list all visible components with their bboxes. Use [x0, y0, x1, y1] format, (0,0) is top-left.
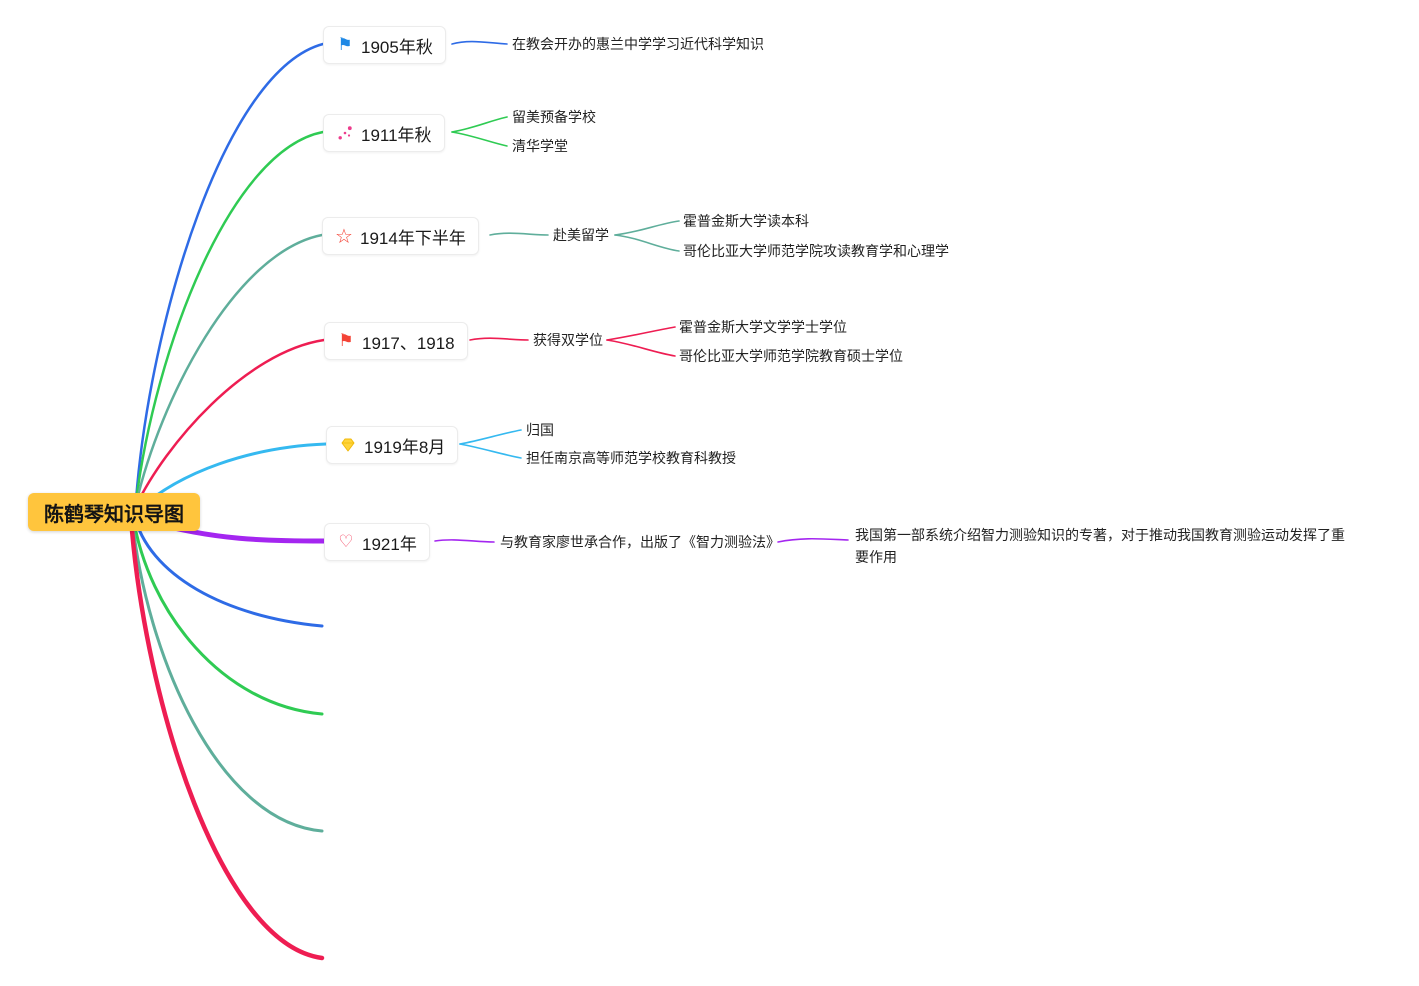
branch-line-1905	[134, 42, 325, 502]
leaf-liumei-prep[interactable]: 留美预备学校	[512, 107, 596, 127]
red-heart-icon: ♡	[338, 531, 354, 552]
sublink-1921-grandchild	[777, 537, 849, 543]
branch-line-1914	[134, 233, 324, 506]
branch-node-1917-1918[interactable]: ⚑ 1917、1918	[324, 322, 468, 360]
blue-flag-icon: ⚑	[337, 34, 353, 55]
branch-node-label: 1921年	[362, 534, 417, 554]
leaf-return-china[interactable]: 归国	[526, 420, 554, 440]
leaf-label: 霍普金斯大学读本科	[683, 213, 809, 229]
sublink-1919-leaf2	[459, 443, 522, 459]
leaf-double-degree[interactable]: 获得双学位	[533, 330, 603, 350]
branch-node-1919[interactable]: 1919年8月	[326, 426, 459, 464]
yellow-gem-icon	[339, 436, 357, 454]
sublink-1917-grandchild1	[606, 326, 676, 341]
leaf-label: 在教会开办的惠兰中学学习近代科学知识	[512, 36, 764, 52]
branch-line-1917	[134, 338, 326, 508]
leaf-nanjing-professor[interactable]: 担任南京高等师范学校教育科教授	[526, 448, 736, 468]
leaf-book-significance[interactable]: 我国第一部系统介绍智力测验知识的专著，对于推动我国教育测验运动发挥了重要作用	[855, 524, 1355, 569]
root-node[interactable]: 陈鹤琴知识导图	[28, 493, 200, 531]
branch-line-empty-red	[128, 515, 325, 961]
leaf-study-abroad[interactable]: 赴美留学	[553, 225, 609, 245]
sublink-1905-leaf	[451, 40, 508, 45]
leaf-label: 清华学堂	[512, 138, 568, 154]
sublink-1917-grandchild2	[606, 339, 676, 357]
leaf-hopkins-undergrad[interactable]: 霍普金斯大学读本科	[683, 211, 809, 231]
leaf-label: 我国第一部系统介绍智力测验知识的专著，对于推动我国教育测验运动发挥了重要作用	[855, 527, 1345, 566]
pink-confetti-icon	[336, 124, 354, 142]
branch-node-label: 1919年8月	[364, 437, 446, 457]
branch-node-1921[interactable]: ♡ 1921年	[324, 523, 430, 561]
sublink-1919-leaf1	[459, 429, 522, 445]
leaf-label: 赴美留学	[553, 227, 609, 243]
branch-node-label: 1914年下半年	[360, 228, 466, 248]
branch-line-empty-teal	[130, 515, 324, 833]
branch-node-1914[interactable]: ☆ 1914年下半年	[322, 217, 479, 255]
sublink-1914-grandchild1	[614, 220, 680, 236]
leaf-huilan-school[interactable]: 在教会开办的惠兰中学学习近代科学知识	[512, 34, 764, 54]
sublink-1921-child	[434, 539, 495, 543]
branch-node-1911[interactable]: 1911年秋	[323, 114, 445, 152]
branch-line-empty-green	[131, 514, 324, 716]
leaf-label: 哥伦比亚大学师范学院教育硕士学位	[679, 348, 903, 364]
leaf-label: 留美预备学校	[512, 109, 596, 125]
red-flag-icon: ⚑	[338, 330, 354, 351]
leaf-label: 担任南京高等师范学校教育科教授	[526, 450, 736, 466]
sublink-1914-grandchild2	[614, 234, 680, 252]
leaf-label: 归国	[526, 422, 554, 438]
leaf-hopkins-ba[interactable]: 霍普金斯大学文学学士学位	[679, 317, 847, 337]
leaf-columbia-study[interactable]: 哥伦比亚大学师范学院攻读教育学和心理学	[683, 241, 949, 261]
leaf-label: 霍普金斯大学文学学士学位	[679, 319, 847, 335]
leaf-tsinghua[interactable]: 清华学堂	[512, 136, 568, 156]
leaf-label: 哥伦比亚大学师范学院攻读教育学和心理学	[683, 243, 949, 259]
sublink-1911-leaf1	[451, 116, 508, 133]
sublink-1914-child	[489, 232, 549, 236]
branch-line-1911	[134, 130, 325, 504]
red-star-icon: ☆	[335, 224, 353, 248]
leaf-label: 与教育家廖世承合作，出版了《智力测验法》	[500, 534, 780, 550]
sublink-1917-child	[469, 337, 529, 341]
root-node-label: 陈鹤琴知识导图	[44, 503, 184, 526]
sublink-1911-leaf2	[451, 131, 508, 147]
branch-node-label: 1905年秋	[361, 37, 433, 57]
branch-node-1905[interactable]: ⚑ 1905年秋	[323, 26, 446, 64]
branch-node-label: 1917、1918	[362, 333, 455, 353]
branch-line-empty-blue	[132, 512, 324, 628]
branch-node-label: 1911年秋	[361, 125, 432, 145]
leaf-label: 获得双学位	[533, 332, 603, 348]
leaf-columbia-ma[interactable]: 哥伦比亚大学师范学院教育硕士学位	[679, 346, 903, 366]
leaf-intelligence-test-book[interactable]: 与教育家廖世承合作，出版了《智力测验法》	[500, 532, 780, 552]
